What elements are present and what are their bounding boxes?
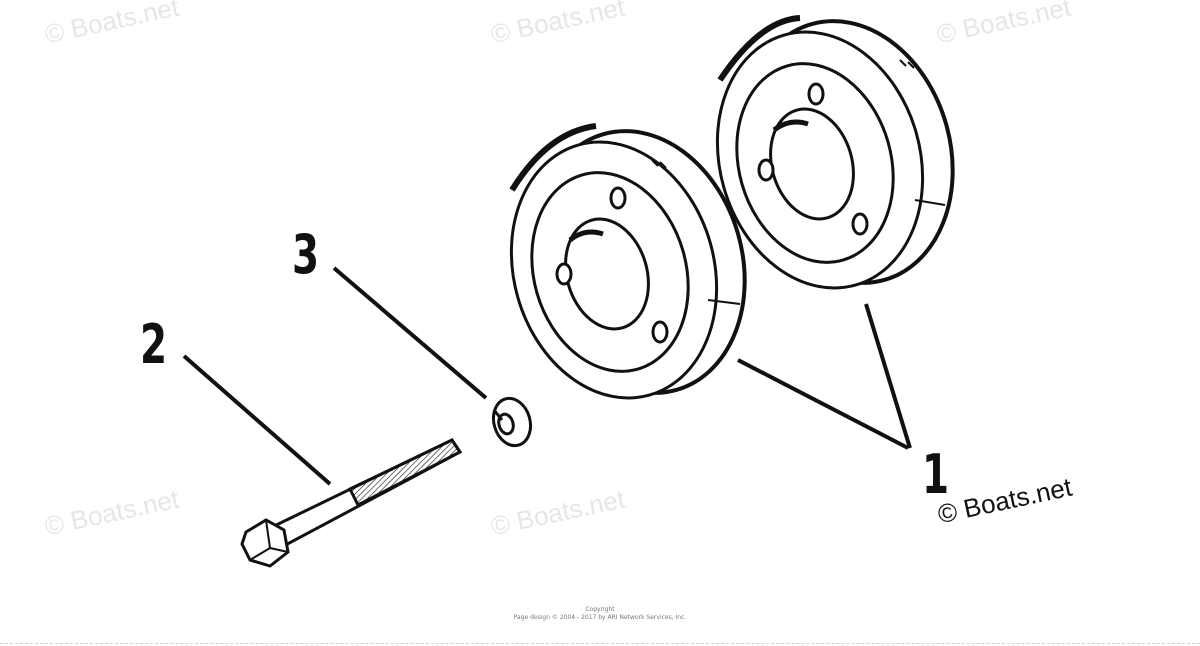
bolt (240, 438, 463, 568)
lock-washer (491, 396, 533, 448)
footer-copyright: Copyright (585, 606, 615, 613)
leader-line-1a (737, 358, 909, 450)
callout-2: 2 (140, 313, 168, 376)
pulley-rear (715, 15, 955, 290)
pulley-front (509, 123, 747, 400)
footer-page-design: Page design © 2004 - 2017 by ARI Network… (513, 614, 687, 621)
leader-line-1b (864, 303, 912, 449)
leader-lines (182, 266, 912, 486)
callout-3: 3 (292, 223, 320, 286)
leader-line-3 (332, 266, 488, 400)
leader-line-2 (182, 354, 332, 486)
callout-1: 1 (922, 443, 950, 506)
page-border (0, 643, 1200, 644)
